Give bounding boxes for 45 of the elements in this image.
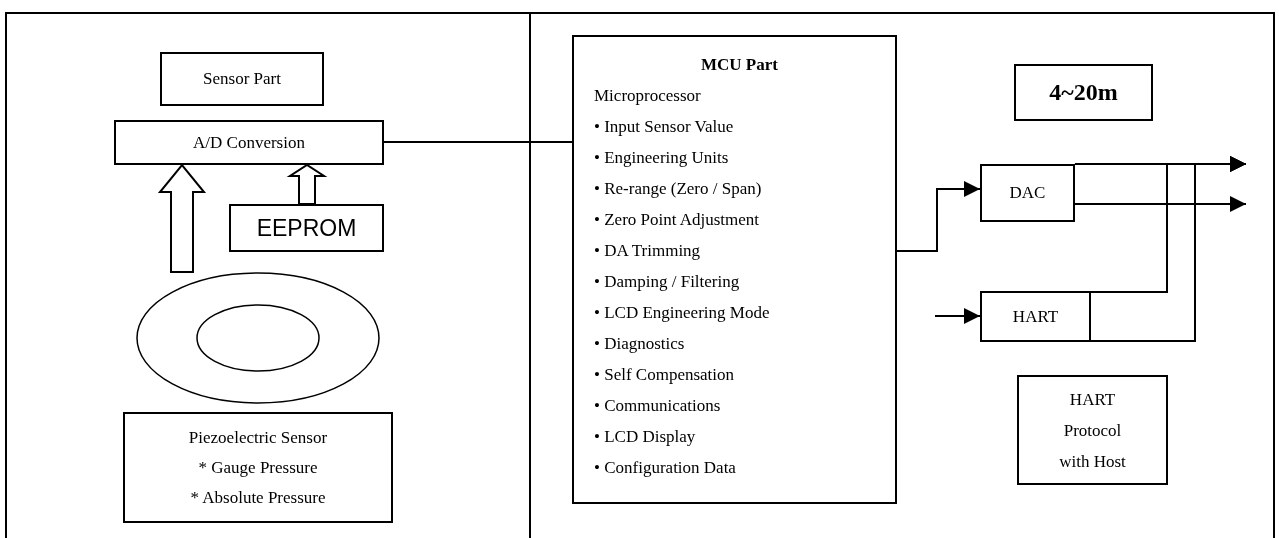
- box-label: Sensor Part: [203, 69, 281, 89]
- box-label: EEPROM: [256, 214, 357, 242]
- panel: [5, 12, 531, 538]
- box-label: DAC: [1009, 183, 1046, 203]
- process-box: [114, 120, 384, 165]
- list-item: • Configuration Data: [594, 457, 736, 479]
- concentric-ellipses-drawing: [136, 272, 380, 404]
- list-item: • LCD Engineering Mode: [594, 302, 770, 324]
- list-item: • LCD Display: [594, 426, 696, 448]
- box-label: A/D Conversion: [193, 132, 305, 153]
- panel: [530, 12, 1275, 538]
- box-label: 4~20m: [1049, 78, 1118, 107]
- process-box: [980, 291, 1091, 342]
- list-item: • Self Compensation: [594, 364, 735, 386]
- process-box: [123, 412, 393, 523]
- list-item: • Input Sensor Value: [594, 116, 734, 138]
- process-box: [229, 204, 384, 252]
- heading: MCU Part: [701, 54, 778, 76]
- process-box: [160, 52, 324, 106]
- list-item: • Re-range (Zero / Span): [594, 178, 762, 200]
- process-box: [980, 164, 1075, 222]
- box-label: * Gauge Pressure: [198, 456, 318, 479]
- list-item: • Zero Point Adjustment: [594, 209, 760, 231]
- arrow: [896, 181, 981, 252]
- box-label: Protocol: [1063, 419, 1122, 442]
- subheading: Microprocessor: [594, 85, 701, 107]
- box-label: HART: [1012, 306, 1059, 327]
- block-arrow: [286, 163, 328, 205]
- list-item: • Damping / Filtering: [594, 271, 740, 293]
- arrow: [1090, 156, 1247, 342]
- box-label: Piezoelectric Sensor: [188, 426, 328, 449]
- list-item: • DA Trimming: [594, 240, 701, 262]
- list-item: • Communications: [594, 395, 721, 417]
- process-box: [572, 35, 897, 504]
- process-box: [1017, 375, 1168, 485]
- box-label: * Absolute Pressure: [190, 486, 326, 509]
- connector-line: [383, 141, 573, 143]
- arrow: [1074, 196, 1247, 212]
- block-arrow: [157, 163, 207, 273]
- arrow: [934, 308, 981, 324]
- box-label: with Host: [1059, 450, 1126, 473]
- list-item: • Diagnostics: [594, 333, 685, 355]
- box-label: HART: [1069, 388, 1116, 411]
- process-box: [1014, 64, 1153, 121]
- list-item: • Engineering Units: [594, 147, 729, 169]
